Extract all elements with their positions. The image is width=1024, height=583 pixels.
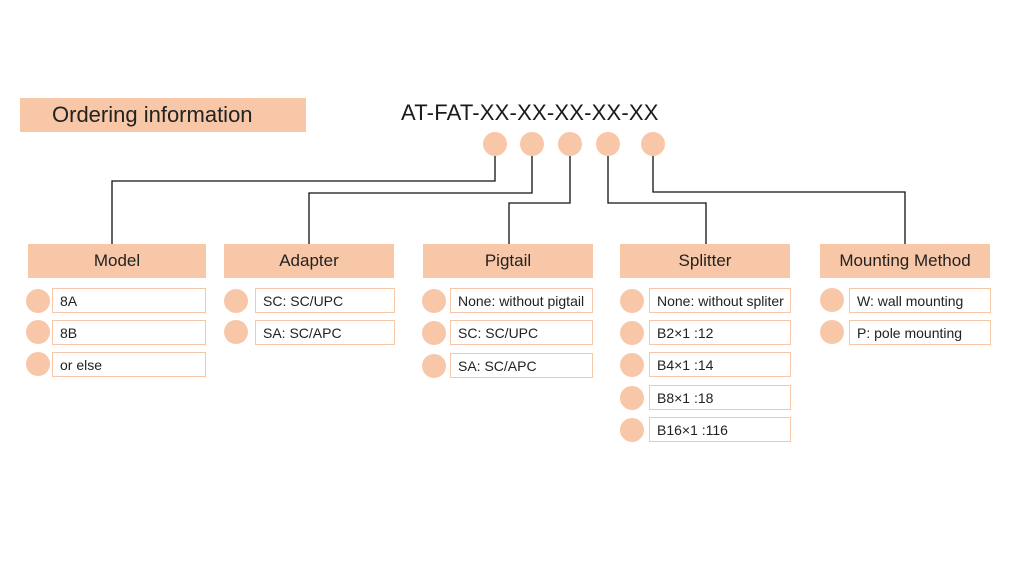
- option-adapter-sa: SA: SC/APC: [255, 320, 395, 345]
- option-dot: [620, 386, 644, 410]
- option-splitter-b2: B2×1 :12: [649, 320, 791, 345]
- category-pigtail: Pigtail: [423, 244, 593, 278]
- option-mounting-pole: P: pole mounting: [849, 320, 991, 345]
- option-model-else: or else: [52, 352, 206, 377]
- option-dot: [422, 354, 446, 378]
- option-dot: [26, 289, 50, 313]
- title-text: Ordering information: [52, 102, 253, 127]
- option-dot: [620, 289, 644, 313]
- option-splitter-none: None: without spliter: [649, 288, 791, 313]
- option-dot: [820, 320, 844, 344]
- code-dot-pigtail: [558, 132, 582, 156]
- option-dot: [620, 418, 644, 442]
- option-splitter-b8: B8×1 :18: [649, 385, 791, 410]
- option-mounting-wall: W: wall mounting: [849, 288, 991, 313]
- connector-splitter: [607, 156, 707, 244]
- option-dot: [422, 321, 446, 345]
- category-label: Pigtail: [484, 251, 532, 270]
- option-dot: [422, 289, 446, 313]
- code-dot-adapter: [520, 132, 544, 156]
- option-dot: [224, 289, 248, 313]
- code-dot-mounting: [641, 132, 665, 156]
- option-splitter-b4: B4×1 :14: [649, 352, 791, 377]
- connector-model: [111, 156, 496, 244]
- connector-adapter: [308, 156, 533, 244]
- option-pigtail-none: None: without pigtail: [450, 288, 593, 313]
- ordering-information-title: Ordering information: [20, 98, 306, 132]
- product-code: AT-FAT-XX-XX-XX-XX-XX: [401, 100, 659, 125]
- option-dot: [26, 320, 50, 344]
- category-model: Model: [28, 244, 206, 278]
- category-label: Model: [93, 251, 141, 270]
- category-mounting-method: Mounting Method: [820, 244, 990, 278]
- option-dot: [620, 353, 644, 377]
- option-dot: [224, 320, 248, 344]
- option-dot: [620, 321, 644, 345]
- category-label: Mounting Method: [839, 251, 971, 270]
- option-pigtail-sa: SA: SC/APC: [450, 353, 593, 378]
- code-dot-model: [483, 132, 507, 156]
- option-splitter-b16: B16×1 :116: [649, 417, 791, 442]
- code-dot-splitter: [596, 132, 620, 156]
- option-model-8a: 8A: [52, 288, 206, 313]
- connector-pigtail: [508, 156, 571, 244]
- option-pigtail-sc: SC: SC/UPC: [450, 320, 593, 345]
- category-label: Splitter: [678, 251, 732, 270]
- category-splitter: Splitter: [620, 244, 790, 278]
- category-label: Adapter: [279, 251, 339, 270]
- connector-mounting: [652, 156, 906, 244]
- option-adapter-sc: SC: SC/UPC: [255, 288, 395, 313]
- category-adapter: Adapter: [224, 244, 394, 278]
- option-dot: [26, 352, 50, 376]
- option-model-8b: 8B: [52, 320, 206, 345]
- option-dot: [820, 288, 844, 312]
